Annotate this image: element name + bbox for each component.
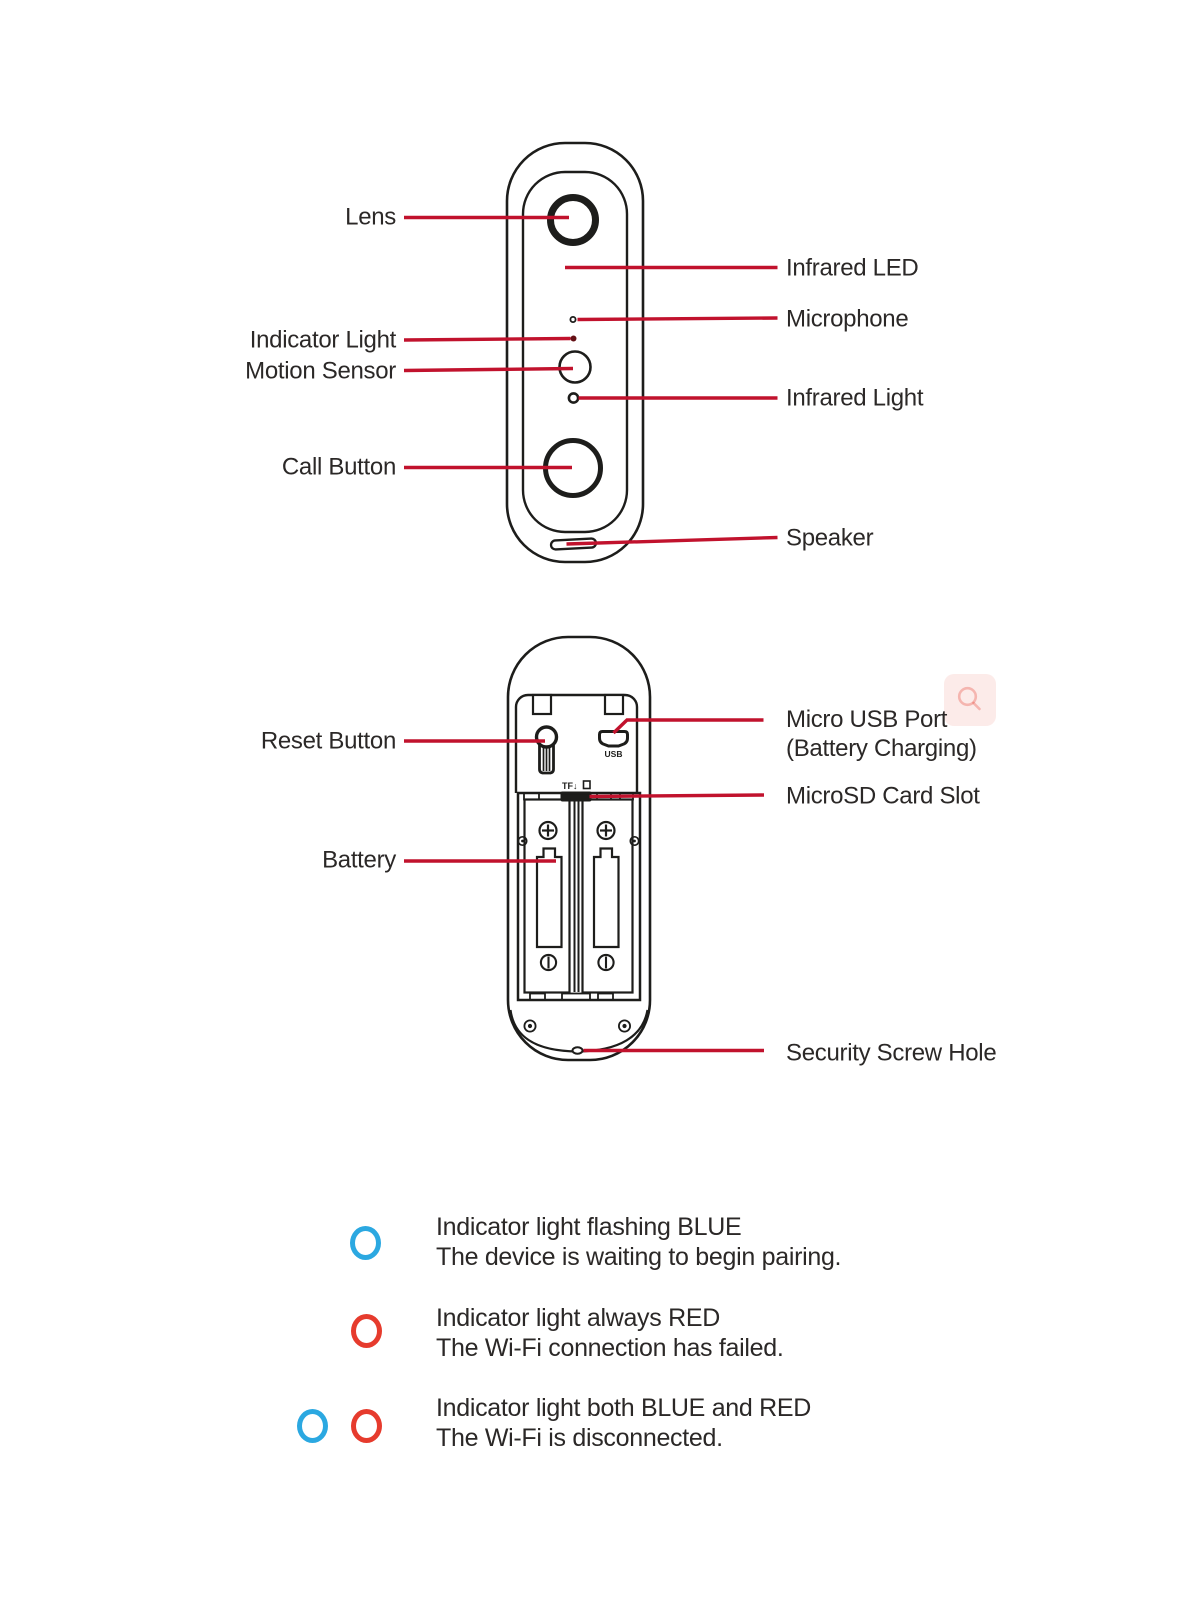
leader-microphone [577,316,778,322]
indicator-light-dot [570,335,577,342]
tf-engraving: TF↓ [562,781,578,791]
negative-terminals [539,953,615,972]
legend-item-3: Indicator light both BLUE and RED The Wi… [436,1393,811,1453]
usb-engraving: USB [605,749,623,759]
legend-red-ring-2 [350,1313,382,1348]
label-motion-sensor: Motion Sensor [245,357,396,385]
leader-lines [403,215,778,1053]
label-reset-button: Reset Button [260,727,396,755]
front-outer-shell [505,141,645,564]
battery-outlines [535,847,620,949]
legend-red-ring-3 [351,1408,382,1443]
label-speaker: Speaker [786,524,874,551]
label-microphone: Microphone [786,305,909,332]
legend-item-1-desc: The device is waiting to begin pairing. [436,1243,842,1271]
label-lens: Lens [345,203,396,230]
positive-terminal-screws [538,820,616,841]
label-infrared-led: Infrared LED [786,254,919,282]
front-device [505,141,645,564]
legend-item-3-desc: The Wi-Fi is disconnected. [436,1424,723,1452]
micro-usb-port: USB [598,730,629,759]
label-indicator-light: Indicator Light [249,326,397,353]
leader-motion-sensor [403,366,574,373]
mount-notch-left [531,693,553,716]
lens-circle [547,194,599,246]
mount-notch-right [603,693,625,716]
leader-indicator-light [403,336,571,342]
back-device: USB TF↓ [506,635,652,1062]
bottom-screws [523,1019,632,1033]
reset-button-keyhole [534,725,559,775]
label-battery: Battery [322,846,396,874]
label-infrared-light: Infrared Light [786,384,924,412]
battery-bay [516,791,642,1002]
battery-right [592,847,620,949]
magnifier-watermark-icon [944,674,996,726]
legend-blue-ring-1 [350,1225,381,1260]
security-screw-hole-shape [571,1046,584,1055]
leader-micro-usb [612,718,764,735]
battery-well-left [523,798,571,994]
label-call-button: Call Button [281,453,396,481]
legend-item-3-title: Indicator light both BLUE and RED [436,1394,812,1422]
label-micro-usb-port: Micro USB Port (Battery Charging) [786,705,977,763]
legend-blue-ring-3 [297,1408,328,1443]
back-upper-compartment [514,693,639,793]
legend-item-1-title: Indicator light flashing BLUE [436,1213,742,1241]
infrared-light-hole [567,392,580,404]
front-face-panel [521,170,629,534]
battery-left [535,847,563,949]
label-microsd-card-slot: MicroSD Card Slot [786,782,980,810]
side-screws [517,835,640,847]
leader-microsd [589,793,765,799]
legend-item-2-title: Indicator light always RED [436,1303,720,1332]
back-outer-shell [506,635,652,1062]
microphone-hole [569,315,577,323]
legend-item-1: Indicator light flashing BLUE The device… [436,1212,842,1272]
label-micro-usb-line2: (Battery Charging) [786,734,977,762]
legend-item-2-desc: The Wi-Fi connection has failed. [436,1333,784,1362]
label-security-screw-hole: Security Screw Hole [786,1039,997,1067]
label-micro-usb-line1: Micro USB Port [786,705,948,733]
legend-item-2: Indicator light always RED The Wi-Fi con… [436,1303,784,1363]
tf-card-glyph [582,780,591,790]
battery-well-right [581,798,634,994]
leader-speaker [566,535,778,546]
